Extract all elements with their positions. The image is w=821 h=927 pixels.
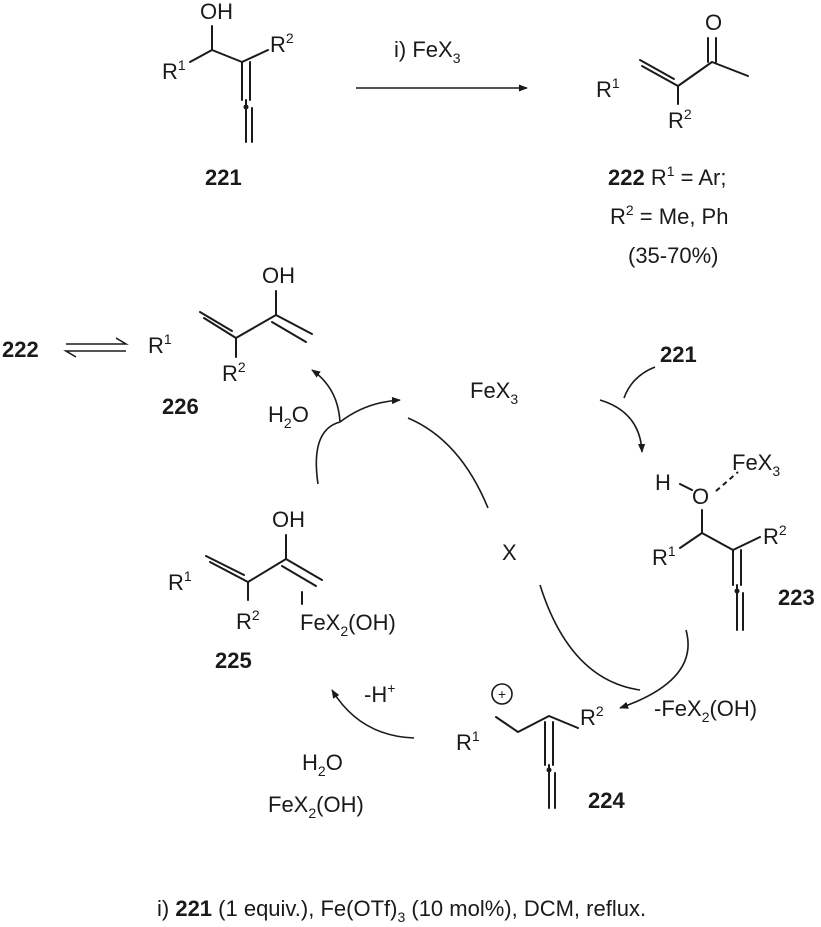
skeleton-bonds <box>199 290 313 358</box>
compound-225: OH R1 R2 FeX2(OH) 225 <box>168 507 396 673</box>
o-label: O <box>705 10 722 35</box>
compound-number: 226 <box>162 394 199 419</box>
cation-charge: + <box>498 686 506 702</box>
r2-label: R2 <box>236 607 260 634</box>
skeleton-bonds <box>679 483 761 631</box>
arc-221-entry <box>623 366 656 399</box>
product-description-line2: R2 = Me, Ph <box>610 202 728 229</box>
skeleton-bonds <box>495 715 579 809</box>
product-yield: (35-70%) <box>628 243 718 268</box>
arrow-to-226 <box>311 369 341 423</box>
reagent-label: i) FeX3 <box>394 37 461 66</box>
compound-number: 221 <box>205 165 242 190</box>
footnote: i) 221 (1 equiv.), Fe(OTf)3 (10 mol%), D… <box>157 896 646 925</box>
reaction-arrow: i) FeX3 <box>356 37 528 92</box>
arrow-to-225 <box>331 689 415 739</box>
water-label: H2O <box>302 750 343 779</box>
compound-222-label: 222 <box>2 337 39 362</box>
compound-number: 223 <box>778 585 815 610</box>
coordination-bond <box>715 471 739 492</box>
product-description-line1: 222 R1 = Ar; <box>608 163 727 190</box>
skeleton-bonds <box>189 25 269 143</box>
minus-h-label: -H+ <box>364 680 395 707</box>
reverse-harpoon <box>63 350 126 358</box>
equilibrium-arrows <box>63 337 129 358</box>
r1-label: R1 <box>148 331 172 358</box>
r1-label: R1 <box>162 57 186 84</box>
arc-center-upper <box>407 417 489 509</box>
skeleton-bonds <box>639 37 749 105</box>
skeleton-bonds <box>205 534 323 605</box>
oh-label: OH <box>262 263 295 288</box>
compound-224: + R1 R2 224 <box>456 683 625 813</box>
r1-label: R1 <box>168 568 192 595</box>
fex2oh-label: FeX2(OH) <box>268 792 364 821</box>
r1-label: R1 <box>596 75 620 102</box>
fe-ligand-label: FeX2(OH) <box>300 610 396 639</box>
r2-label: R2 <box>222 359 246 386</box>
compound-number: 225 <box>215 648 252 673</box>
arc-center-lower <box>539 584 641 691</box>
fex3-ligand-label: FeX3 <box>732 450 780 479</box>
arrow-to-223 <box>599 399 646 453</box>
compound-number: 224 <box>588 788 625 813</box>
cation-charge-circle <box>491 683 513 705</box>
arrow-to-fex3 <box>339 396 401 423</box>
o-label: O <box>692 484 709 509</box>
compound-226: OH R1 R2 226 <box>148 263 313 419</box>
water-label: H2O <box>268 402 309 431</box>
r2-label: R2 <box>580 703 604 730</box>
fex3-label: FeX3 <box>470 378 518 407</box>
r1-label: R1 <box>456 728 480 755</box>
allene-center-dot <box>546 767 552 773</box>
r1-label: R1 <box>652 543 676 570</box>
catalytic-cycle-arrows <box>311 366 689 739</box>
allene-center-dot <box>243 104 249 110</box>
oh-label: OH <box>272 507 305 532</box>
forward-harpoon <box>66 337 129 345</box>
compound-221: OH R1 R2 221 <box>162 0 294 190</box>
r2-label: R2 <box>270 30 294 57</box>
compound-223: H O FeX3 R1 R2 223 <box>652 450 815 631</box>
oh-label: OH <box>200 0 233 24</box>
center-x-label: X <box>502 540 517 565</box>
arc-225-to-junction <box>315 421 341 485</box>
entry-221-label: 221 <box>660 342 697 367</box>
compound-222: O R1 R2 222 R1 = Ar; R2 = Me, Ph (35-70%… <box>596 10 749 268</box>
arrow-to-224 <box>619 629 689 709</box>
h-label: H <box>655 470 671 495</box>
r2-label: R2 <box>763 522 787 549</box>
r2-label: R2 <box>668 106 692 133</box>
allene-center-dot <box>734 588 740 594</box>
minus-fex2oh-label: -FeX2(OH) <box>654 696 757 725</box>
